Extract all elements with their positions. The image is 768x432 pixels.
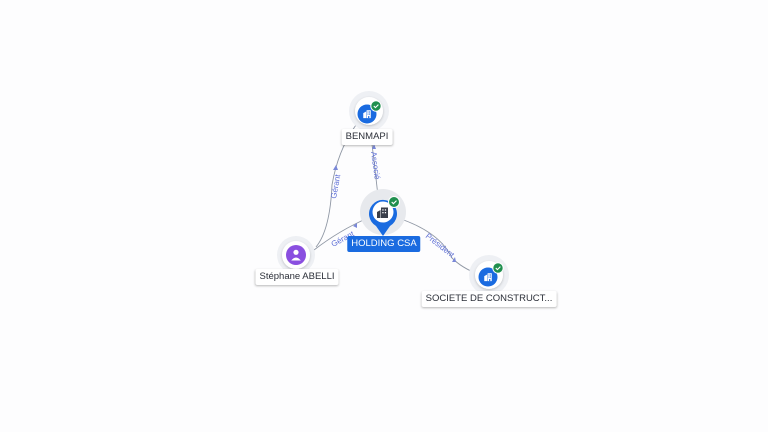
node-label-stephane-abelli[interactable]: Stéphane ABELLI <box>255 269 339 285</box>
node-stephane-abelli[interactable] <box>277 236 315 274</box>
node-holding-csa[interactable] <box>360 189 406 236</box>
node-benmapi[interactable] <box>349 91 389 131</box>
edge-label-associe: Associé <box>369 151 382 181</box>
check-badge-icon <box>492 262 504 274</box>
node-label-holding-csa[interactable]: HOLDING CSA <box>347 236 421 252</box>
node-label-benmapi[interactable]: BENMAPI <box>341 129 393 145</box>
edge-label-president: Président <box>424 231 457 259</box>
node-societe[interactable] <box>469 255 509 295</box>
check-badge-icon <box>388 196 400 208</box>
building-icon <box>377 207 388 218</box>
edge-label-gerant-benmapi: Gérant <box>329 173 342 199</box>
person-icon <box>291 249 301 261</box>
check-badge-icon <box>370 100 382 112</box>
node-label-societe[interactable]: SOCIETE DE CONSTRUCT... <box>421 291 557 307</box>
